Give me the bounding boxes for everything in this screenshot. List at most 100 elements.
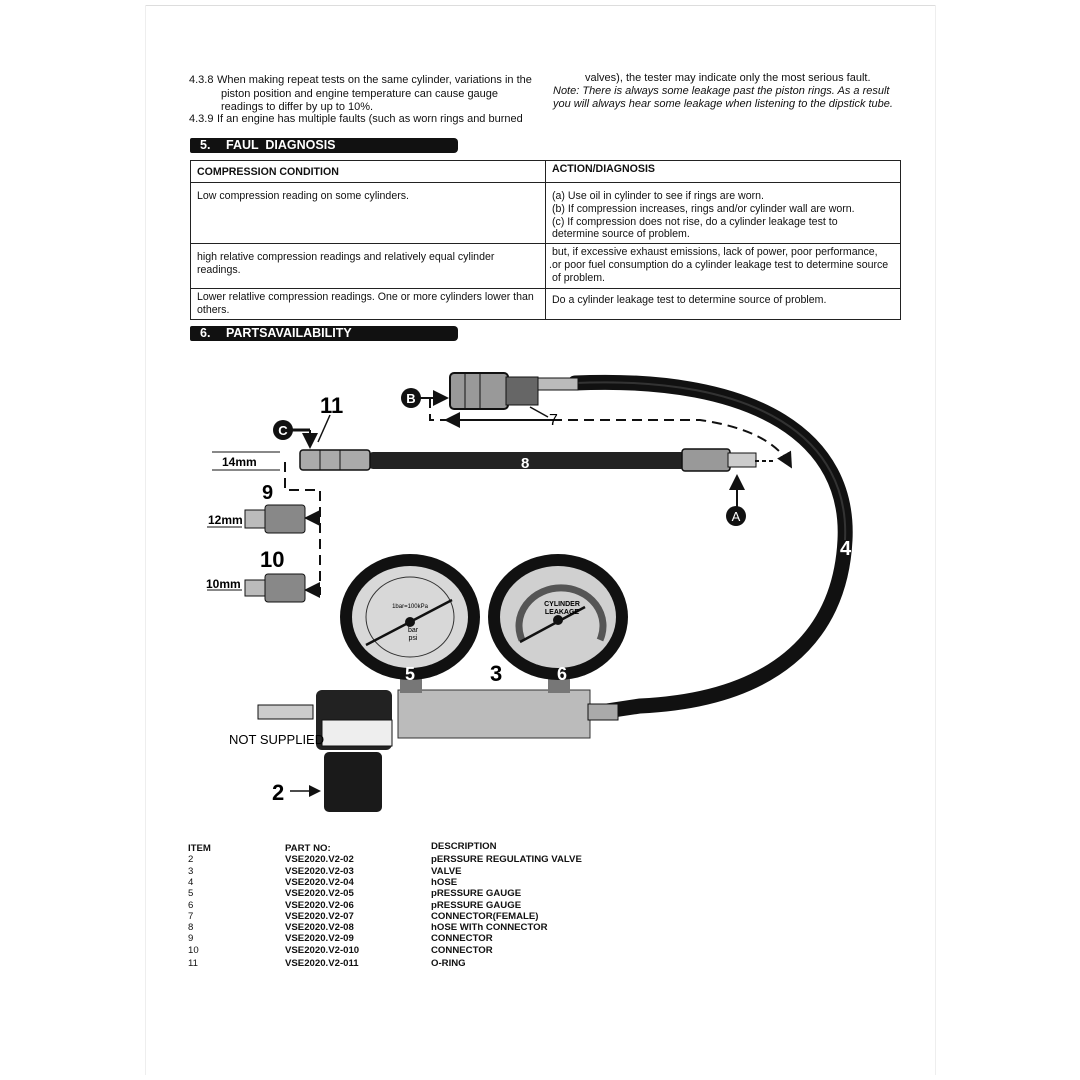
note-line2: you will always hear some leakage when l…	[553, 98, 893, 110]
part-description: pRESSURE GAUGE	[431, 888, 522, 900]
section-5-number: 5.	[200, 138, 211, 152]
action-line: (c) If compression does not rise, do a c…	[552, 215, 838, 228]
condition-line: readings.	[197, 263, 241, 276]
section-5-heading: 5. FAUL DIAGNOSIS	[190, 138, 458, 153]
part-number: VSE2020.V2-02	[285, 854, 354, 866]
item-number: 5	[188, 888, 194, 900]
fault-diagnosis-table: COMPRESSION CONDITION ACTION/DIAGNOSIS L…	[190, 160, 901, 320]
part-number: VSE2020.V2-010	[285, 944, 360, 956]
label-b-badge	[401, 388, 421, 408]
part-number: VSE2020.V2-03	[285, 865, 354, 877]
part-number: VSE2020.V2-07	[285, 910, 354, 922]
para-4-3-8-num: 4.3.8	[189, 74, 214, 86]
part-number: VSE2020.V2-08	[285, 922, 354, 934]
header-compression-condition: COMPRESSION CONDITION	[190, 160, 546, 183]
label-9: 9	[262, 482, 273, 504]
action-line: (a) Use oil in cylinder to see if rings …	[552, 190, 764, 202]
label-3: 3	[490, 661, 502, 686]
dashed-path-b	[429, 398, 792, 469]
scan-edge-top	[145, 5, 935, 6]
part-number: VSE2020.V2-06	[285, 899, 354, 911]
gauge5-bar: bar	[408, 627, 419, 634]
para-4-3-8-line3: readings to differ by up to 10%.	[221, 101, 374, 113]
section-6-title: PARTSAVAILABILITY	[226, 326, 352, 340]
label-8: 8	[521, 455, 529, 472]
connector-9-12mm	[244, 504, 306, 534]
gauge5-psi: psi	[409, 635, 418, 642]
part-description: CONNECTOR(FEMALE)	[431, 910, 539, 922]
action-cell: but, if excessive exhaust emissions, lac…	[545, 243, 901, 290]
para-4-3-9-line1: If an engine has multiple faults (such a…	[217, 113, 523, 125]
part-description: VALVE	[431, 865, 462, 877]
item-number: 11	[188, 958, 198, 969]
header-part-no: PART NO:	[285, 843, 331, 854]
part-description: hOSE WITh CONNECTOR	[431, 922, 548, 934]
part-number: VSE2020.V2-09	[285, 933, 354, 945]
label-a-badge	[726, 506, 746, 526]
item-number: 8	[188, 922, 194, 934]
condition-cell: Low compression reading on some cylinder…	[190, 181, 546, 245]
label-7: 7	[549, 412, 558, 429]
para-4-3-9-num: 4.3.9	[189, 113, 214, 125]
label-c: C	[278, 423, 288, 438]
para-4-3-9-line2: valves), the tester may indicate only th…	[585, 72, 871, 84]
item-number: 4	[188, 876, 194, 888]
section-6-number: 6.	[200, 326, 211, 340]
item-number: 7	[188, 910, 194, 922]
para-4-3-8-line2: piston position and engine temperature c…	[221, 88, 499, 100]
pressure-regulating-valve-2	[257, 690, 393, 812]
scan-edge-left	[145, 5, 146, 1075]
label-6: 6	[557, 664, 567, 684]
action-line: Do a cylinder leakage test to determine …	[552, 294, 827, 307]
gauge5-unit-note: 1bar=100kPa	[392, 604, 429, 610]
action-cell: Do a cylinder leakage test to determine …	[545, 288, 901, 320]
condition-line: others.	[197, 303, 230, 316]
label-10: 10	[260, 547, 284, 572]
section-5-title: FAUL DIAGNOSIS	[226, 138, 336, 152]
label-4: 4	[840, 538, 852, 560]
table-row: Low compression reading on some cylinder…	[190, 181, 901, 245]
part-description: CONNECTOR	[431, 944, 493, 956]
label-c-badge	[273, 420, 293, 440]
action-cell: (a) Use oil in cylinder to see if rings …	[545, 181, 901, 245]
note-line1: Note: There is always some leakage past …	[553, 85, 890, 97]
condition-cell: high relative compression readings and r…	[190, 243, 546, 290]
scan-edge-right	[935, 5, 936, 1075]
condition-cell: Lower relatlive compression readings. On…	[190, 288, 546, 320]
table-row: Lower relatlive compression readings. On…	[190, 288, 901, 320]
label-10mm: 10mm	[206, 577, 241, 591]
header-item: ITEM	[188, 843, 211, 854]
item-number: 10	[188, 944, 199, 956]
pressure-gauge-5	[340, 554, 480, 693]
part-number: VSE2020.V2-011	[285, 958, 359, 969]
connector-10-10mm	[244, 573, 306, 603]
header-description: DESCRIPTION	[431, 841, 497, 852]
valve-block-3	[397, 689, 591, 739]
section-6-heading: 6. PARTSAVAILABILITY	[190, 326, 458, 341]
action-line: determine source of problem.	[552, 228, 690, 241]
item-number: 3	[188, 865, 194, 877]
action-line: .or poor fuel consumption do a cylinder …	[549, 258, 889, 271]
pressure-gauge-6	[488, 554, 628, 693]
gauge6-title-line1: CYLINDER	[544, 601, 580, 608]
dashed-path-c	[284, 462, 321, 595]
hose-4	[567, 374, 853, 720]
item-number: 6	[188, 899, 194, 911]
part-description: pRESSURE GAUGE	[431, 899, 522, 911]
part-description: pERSSURE REGULATING VALVE	[431, 854, 582, 866]
label-b: B	[406, 391, 415, 406]
item-number: 9	[188, 933, 194, 945]
action-line: of problem.	[552, 271, 605, 284]
gauge6-title-line2: LEAKAGE	[545, 609, 580, 616]
condition-line: high relative compression readings and r…	[197, 251, 495, 264]
label-11: 11	[320, 393, 343, 418]
female-connector-7	[449, 372, 579, 410]
hose-8-with-connector	[299, 448, 757, 472]
part-description: CONNECTOR	[431, 933, 493, 945]
table-row: high relative compression readings and r…	[190, 243, 901, 290]
action-line: but, if excessive exhaust emissions, lac…	[552, 246, 878, 259]
item-number: 2	[188, 854, 194, 866]
part-description: hOSE	[431, 876, 458, 888]
condition-line: Lower relatlive compression readings. On…	[197, 291, 534, 304]
